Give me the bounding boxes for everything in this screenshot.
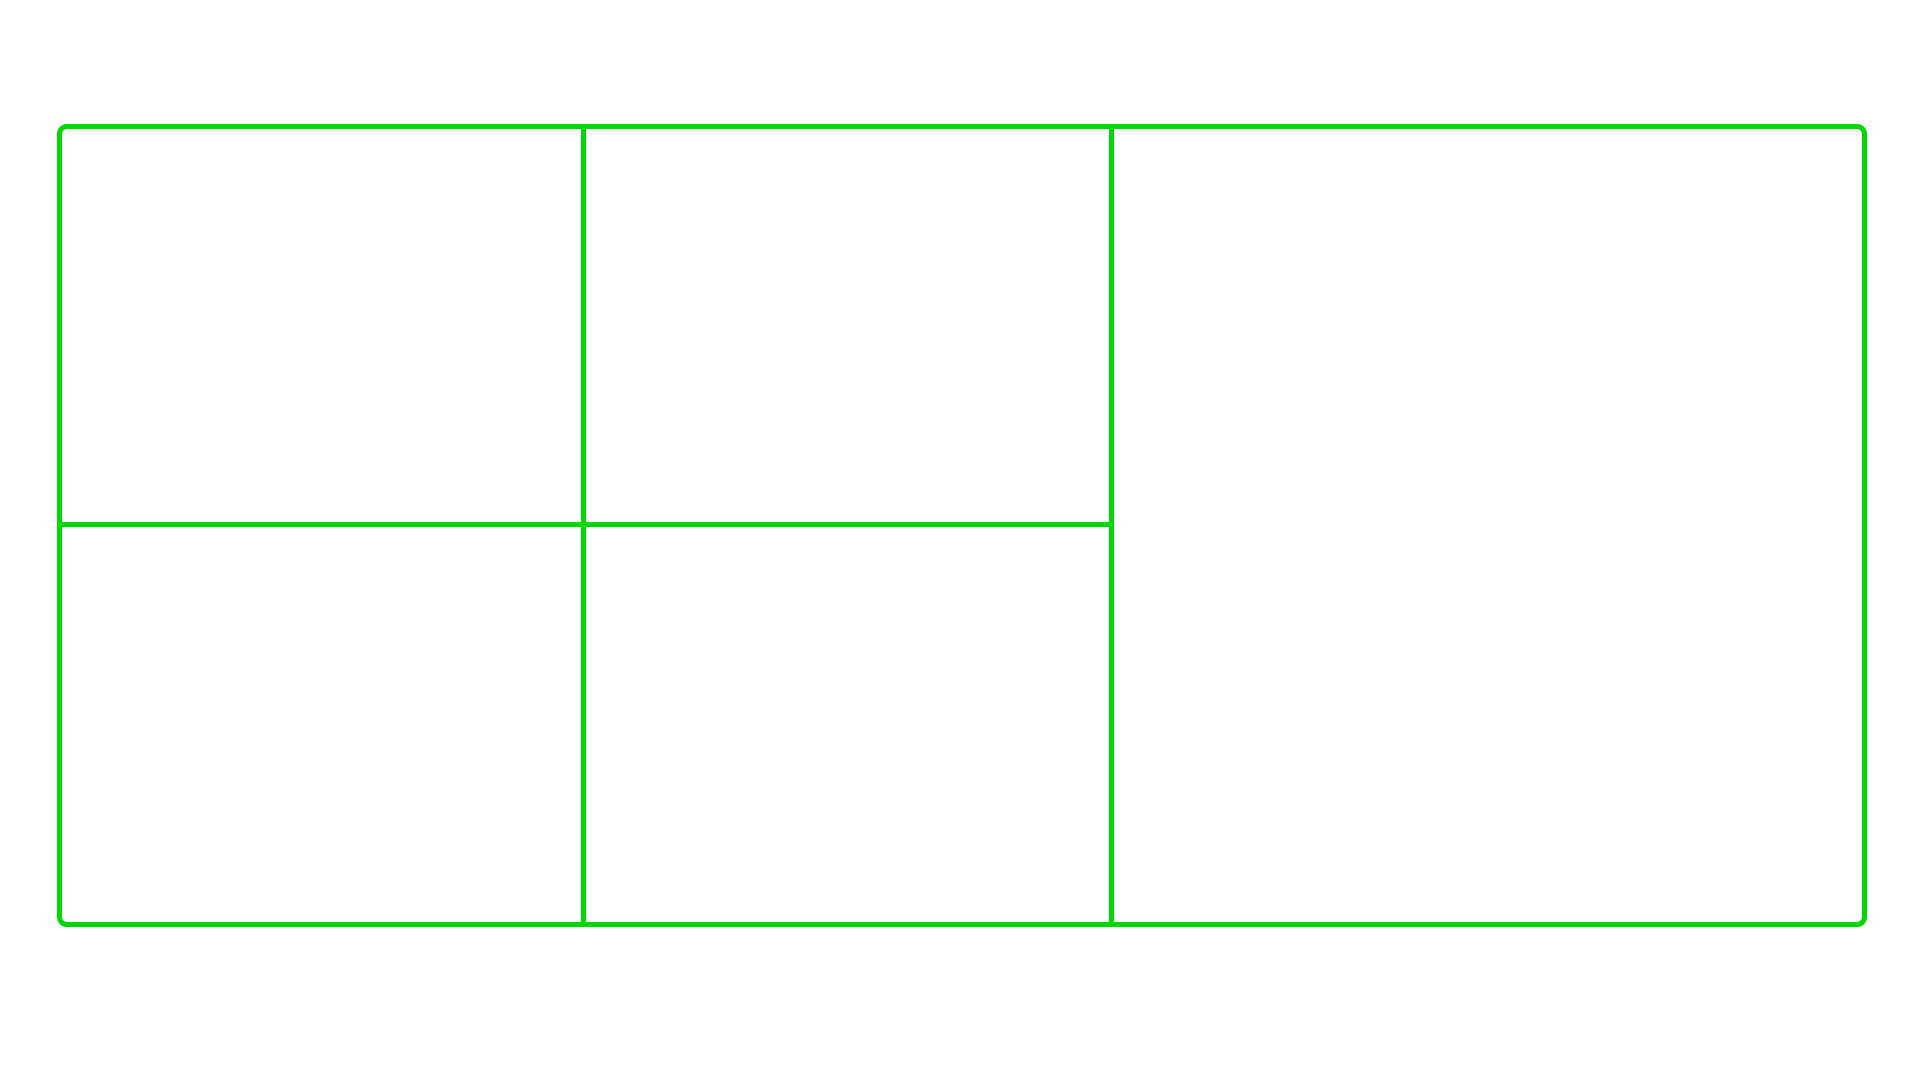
panel-bottom-middle xyxy=(586,527,1109,917)
divider-horizontal xyxy=(57,522,1113,527)
panel-right xyxy=(1114,129,1857,917)
panel-bottom-left xyxy=(62,527,581,917)
panel-top-left xyxy=(62,129,581,522)
panel-top-middle xyxy=(586,129,1109,522)
